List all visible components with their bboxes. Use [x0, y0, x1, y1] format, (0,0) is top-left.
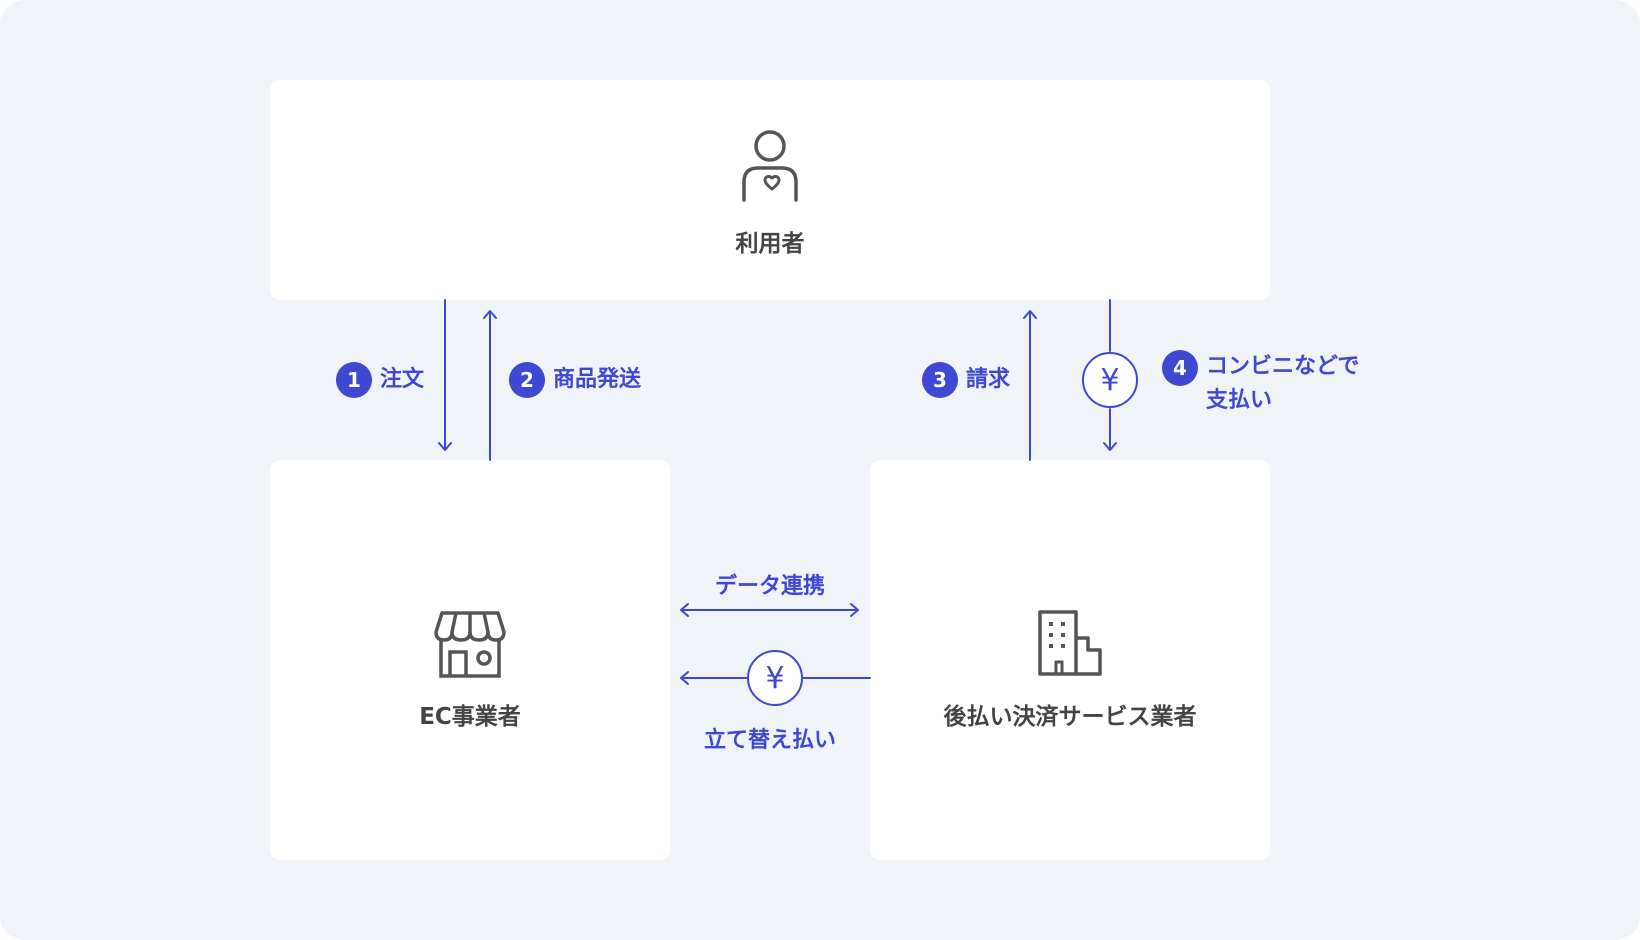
pay-arrow-bottom [1103, 408, 1117, 451]
step-3-badge: 3 [922, 362, 958, 398]
person-heart-icon [742, 130, 798, 202]
data-link-label: データ連携 [714, 574, 825, 599]
user-label: 利用者 [735, 231, 805, 257]
advance-payment-arrow-left [680, 671, 748, 685]
step-2-badge: 2 [509, 362, 545, 398]
ship-arrow [483, 310, 497, 461]
yen-icon-payment: ¥ [1082, 352, 1138, 408]
building-icon [1038, 610, 1102, 676]
step-2-ship: 2 商品発送 [509, 362, 641, 398]
step-1-badge: 1 [336, 362, 372, 398]
step-4-text-line2: 支払い [1206, 388, 1273, 413]
step-3-bill: 3 請求 [922, 362, 1010, 398]
bill-arrow [1023, 310, 1037, 461]
step-4-pay: 4 コンビニなどで 支払い [1162, 350, 1360, 418]
order-arrow [438, 299, 452, 451]
data-link-arrow [680, 603, 859, 617]
step-2-text: 商品発送 [553, 367, 642, 392]
step-4-badge: 4 [1162, 350, 1198, 386]
bnpl-card: 後払い決済サービス業者 [870, 460, 1270, 860]
ec-label: EC事業者 [419, 704, 521, 730]
yen-icon-advance: ¥ [747, 650, 803, 706]
step-4-text: コンビニなどで 支払い [1206, 350, 1360, 418]
step-1-text: 注文 [380, 367, 425, 392]
step-1-order: 1 注文 [336, 362, 424, 398]
user-card: 利用者 [270, 80, 1270, 300]
storefront-icon [434, 611, 506, 678]
step-4-text-line1: コンビニなどで [1206, 354, 1360, 379]
advance-payment-label: 立て替え払い [703, 728, 836, 753]
bnpl-label: 後払い決済サービス業者 [943, 704, 1197, 730]
ec-card: EC事業者 [270, 460, 670, 860]
step-3-text: 請求 [966, 367, 1011, 392]
